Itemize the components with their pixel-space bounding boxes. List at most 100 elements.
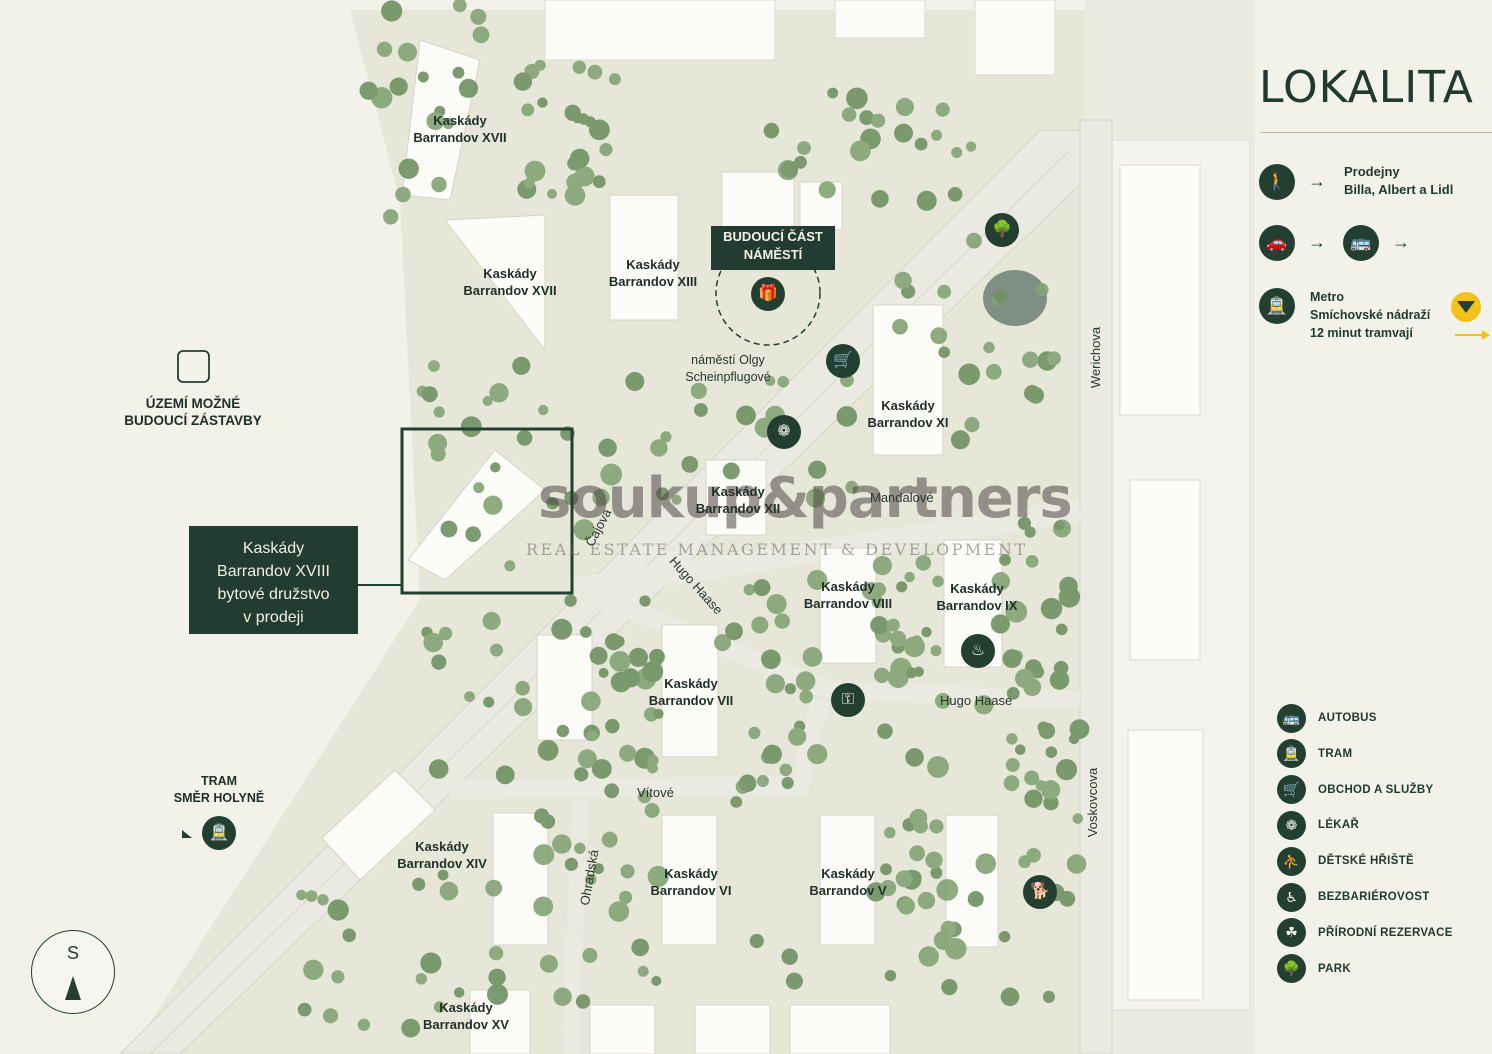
building-label: Kaskády Barrandov XVII [413, 113, 507, 145]
tree [890, 630, 907, 647]
tree [591, 759, 612, 779]
tree [389, 77, 408, 96]
tree [903, 636, 925, 658]
tree [564, 594, 577, 607]
tree [612, 635, 625, 648]
street-werichova: Werichova [1088, 326, 1104, 389]
tree [930, 327, 948, 345]
tree [585, 873, 597, 886]
tree [994, 289, 1008, 304]
direction-triangle-icon [182, 830, 192, 838]
tree [722, 462, 740, 480]
medical-icon: ❁ [767, 415, 801, 449]
shops-info: Prodejny Billa, Albert a Lidl [1344, 164, 1454, 197]
tree [439, 881, 459, 901]
tree [1025, 555, 1039, 568]
tree [651, 975, 662, 986]
tree [785, 972, 803, 990]
tree [433, 1001, 446, 1013]
tree [880, 879, 897, 897]
tree [521, 103, 535, 117]
tree [553, 987, 572, 1006]
tree [861, 581, 881, 601]
tree [1045, 746, 1058, 758]
legend-item: 🚊TRAM [1277, 738, 1352, 770]
tree [914, 137, 928, 151]
tree [1017, 516, 1031, 530]
tree [1024, 526, 1036, 538]
building-label: Kaskády Barrandov XII [695, 484, 781, 516]
tree [965, 141, 977, 152]
legend-item-label: PŘÍRODNÍ REZERVACE [1318, 926, 1453, 939]
tree [916, 190, 937, 211]
tree [470, 8, 487, 25]
tree [515, 680, 530, 696]
tree [827, 87, 839, 99]
tree [871, 113, 886, 128]
tree [653, 708, 664, 720]
tree [574, 767, 589, 782]
tree [440, 520, 458, 538]
tree [437, 869, 449, 881]
tree [714, 634, 731, 652]
legend-item-label: PARK [1318, 962, 1351, 975]
tree [681, 456, 699, 473]
tree [482, 396, 493, 406]
tree [593, 863, 604, 875]
metro-logo-icon [1451, 292, 1481, 322]
tree [570, 148, 590, 169]
tree [921, 626, 932, 638]
tree [966, 232, 982, 249]
compass-letter: S [66, 943, 79, 963]
tree [941, 979, 958, 996]
legend-item: 🚌AUTOBUS [1277, 702, 1377, 734]
tree [983, 341, 995, 354]
tree [420, 952, 442, 974]
tree [1068, 733, 1080, 745]
tree [401, 1018, 421, 1038]
tree [766, 594, 787, 614]
tree [564, 857, 579, 871]
tree [999, 554, 1011, 566]
building-label: Kaskády Barrandov VIII [803, 579, 893, 611]
tree [1018, 855, 1032, 869]
park-icon: 🌳 [985, 213, 1019, 247]
tree [929, 819, 944, 834]
tree [909, 845, 925, 862]
tree [431, 654, 447, 670]
tree [575, 994, 591, 1009]
tree [577, 113, 590, 125]
bus-icon: 🚌 [1343, 225, 1379, 261]
tree [454, 987, 465, 998]
tree [1038, 722, 1056, 739]
tree [586, 730, 599, 742]
arrow-icon: → [1308, 232, 1326, 252]
tree [609, 651, 631, 672]
tree [581, 691, 601, 712]
tree [807, 744, 828, 765]
tree [1040, 780, 1061, 800]
tree [751, 616, 769, 634]
tree [935, 102, 950, 117]
tree [442, 117, 454, 130]
tree [317, 894, 329, 906]
tree [797, 141, 811, 155]
tree [1015, 669, 1034, 688]
tree [464, 691, 475, 702]
building-label: Kaskády Barrandov XV [423, 1000, 509, 1032]
tree [918, 946, 939, 967]
tree [483, 696, 495, 708]
tram-icon: 🚊 [1259, 288, 1295, 324]
tree [483, 495, 503, 515]
tree [932, 575, 944, 587]
legend-item-label: LÉKAŘ [1318, 819, 1360, 832]
tree [608, 73, 621, 86]
tree [1043, 795, 1059, 811]
tree [850, 140, 871, 162]
tree [931, 129, 943, 141]
tree [331, 970, 345, 984]
watermark-tagline: REAL ESTATE MANAGEMENT & DEVELOPMENT [526, 540, 1028, 559]
tree [438, 626, 453, 641]
tree [897, 897, 916, 915]
street-voskovcova: Voskovcova [1085, 767, 1101, 838]
